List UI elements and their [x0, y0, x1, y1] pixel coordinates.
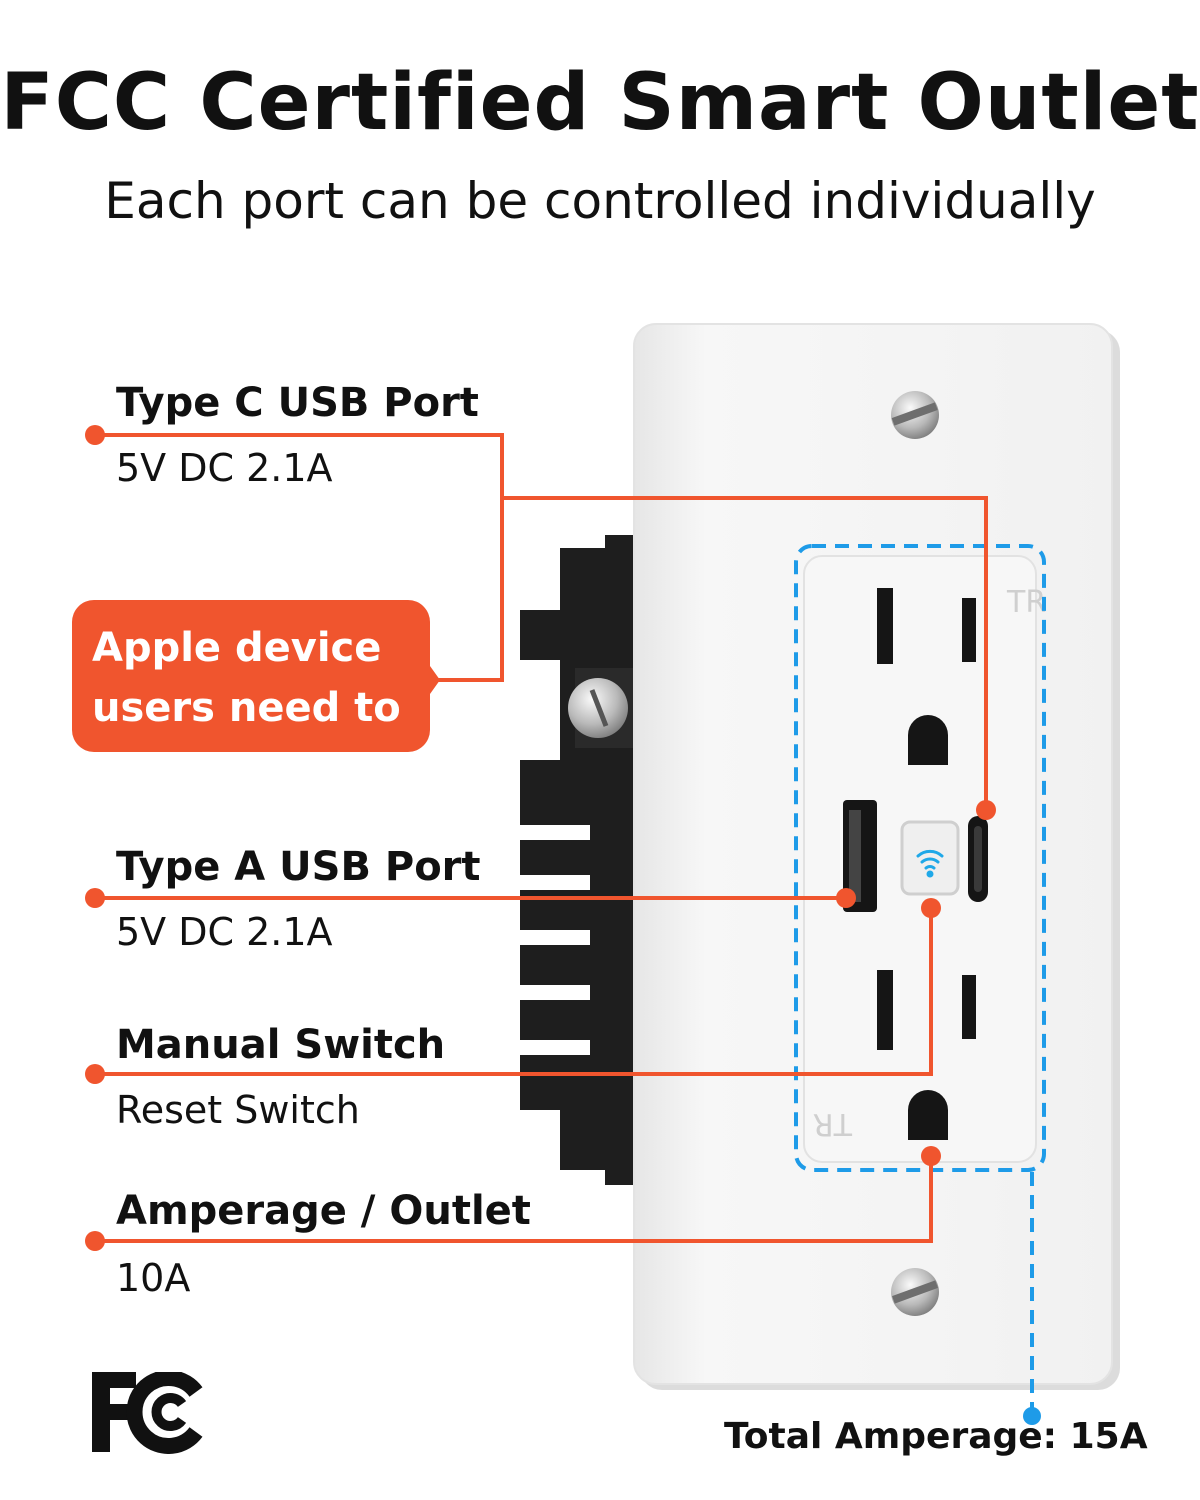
page-title: FCC Certified Smart Outlet	[0, 58, 1200, 148]
top-neutral-slot	[962, 598, 976, 662]
top-ground-hole	[908, 715, 948, 765]
callout-line-2: users need to	[92, 685, 401, 731]
amperage-label: Amperage / Outlet	[116, 1188, 531, 1234]
type-c-value: 5V DC 2.1A	[116, 446, 333, 490]
type-a-label: Type A USB Port	[116, 844, 481, 890]
tr-marking-bottom: TR	[813, 1106, 853, 1141]
leader-lines	[95, 433, 988, 1243]
leader-dots	[85, 425, 996, 1251]
total-amperage-label: Total Amperage: 15A	[724, 1416, 1148, 1457]
callout-line-1: Apple device	[92, 625, 382, 671]
amperage-leader	[95, 1156, 933, 1243]
manual-switch-leader	[95, 908, 933, 1076]
apple-callout: Apple device users need to	[72, 600, 430, 752]
page-subtitle: Each port can be controlled individually	[104, 172, 1096, 230]
top-hot-slot	[877, 588, 893, 664]
manual-switch-label: Manual Switch	[116, 1022, 446, 1068]
total-amperage-outline	[794, 544, 1046, 1410]
wifi-icon	[916, 849, 944, 878]
total-amperage-dot	[1023, 1407, 1041, 1425]
type-c-label: Type C USB Port	[116, 380, 479, 426]
manual-switch-value: Reset Switch	[116, 1088, 360, 1132]
type-a-value: 5V DC 2.1A	[116, 910, 333, 954]
bottom-hot-slot	[877, 970, 893, 1050]
bottom-ground-hole	[908, 1090, 948, 1140]
receptacle-face: TR TR	[803, 555, 1046, 1163]
amperage-value: 10A	[116, 1256, 191, 1300]
callout-leader	[430, 498, 504, 682]
bottom-neutral-slot	[962, 975, 976, 1039]
tr-marking-top: TR	[1006, 585, 1046, 620]
outlet-back-housing	[520, 535, 640, 1185]
fcc-logo-icon	[92, 1372, 203, 1454]
